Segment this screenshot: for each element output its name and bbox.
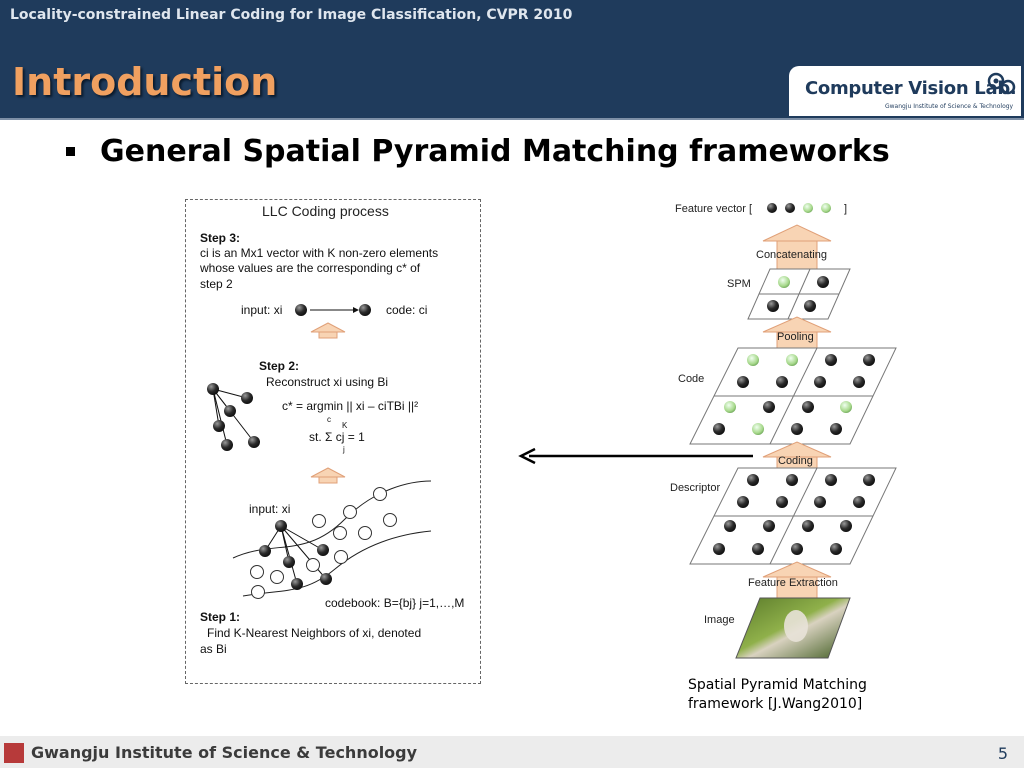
feature-vector-dot — [767, 203, 777, 213]
code-label: Code — [678, 373, 704, 385]
institution-logo-icon — [4, 743, 24, 763]
feature-vector-dot — [821, 203, 831, 213]
bullet-square-icon — [66, 147, 75, 156]
spm-dot — [804, 300, 816, 312]
lab-logo: Computer Vision Lab. Gwangju Institute o… — [789, 66, 1021, 116]
step3-code-label: code: ci — [386, 303, 427, 317]
header-subtitle: Locality-constrained Linear Coding for I… — [10, 7, 573, 23]
step1-line2: as Bi — [200, 642, 227, 656]
code-dots — [713, 354, 875, 435]
caption-line2: framework [J.Wang2010] — [688, 696, 863, 712]
page-number: 5 — [997, 744, 1008, 763]
input-feature-dot — [295, 304, 307, 316]
feature-vector-dot — [803, 203, 813, 213]
feature-vector-close: ] — [844, 203, 847, 215]
step3-line2: whose values are the corresponding c* of — [199, 261, 421, 275]
image-label: Image — [704, 614, 735, 626]
step1-neighbor-lines — [264, 525, 327, 585]
step3-input-label: input: xi — [241, 303, 282, 317]
step2-equation-k: K — [342, 421, 348, 430]
feature-extraction-label: Feature Extraction — [748, 577, 838, 589]
footer-institution: Gwangju Institute of Science & Technolog… — [31, 743, 418, 762]
codebook-neighbor-dot — [291, 578, 303, 590]
spm-framework-diagram: Feature vector [ ] Concatenating SPM Poo… — [670, 203, 897, 659]
step2-neighbor-dot — [213, 420, 225, 432]
spm-grid-line — [787, 268, 811, 320]
caption-line1: Spatial Pyramid Matching — [688, 677, 867, 693]
code-grid-line — [769, 347, 818, 445]
step1-input-label: input: xi — [249, 502, 290, 516]
code-feature-dot — [359, 304, 371, 316]
step2-equation: c* = argmin || xi – ciTBi ||² — [282, 399, 418, 413]
spm-label: SPM — [727, 278, 751, 290]
step2-neighbor-dot — [248, 436, 260, 448]
step1-heading: Step 1: — [200, 610, 240, 624]
step2-heading: Step 2: — [259, 359, 299, 373]
slide-title: Introduction — [12, 60, 278, 104]
concatenating-label: Concatenating — [756, 249, 827, 261]
descriptor-dots — [713, 474, 875, 555]
pooling-label: Pooling — [777, 331, 814, 343]
step2-neighbor-dot — [241, 392, 253, 404]
lab-logo-institution: Gwangju Institute of Science & Technolog… — [885, 103, 1014, 110]
coding-label: Coding — [778, 455, 813, 467]
figure-caption: Spatial Pyramid Matching framework [J.Wa… — [688, 676, 867, 714]
mapping-arrow — [518, 447, 753, 465]
feature-extraction-arrow — [762, 561, 832, 602]
descriptor-label: Descriptor — [670, 482, 720, 494]
step2-neighbor-dot — [221, 439, 233, 451]
step1-line1: Find K-Nearest Neighbors of xi, denoted — [207, 626, 421, 640]
input-to-code-arrowhead — [353, 307, 359, 313]
bullet-heading: General Spatial Pyramid Matching framewo… — [100, 134, 890, 169]
spm-dot — [767, 300, 779, 312]
step3-heading: Step 3: — [200, 231, 240, 245]
lab-logo-icon — [987, 72, 1016, 95]
llc-title: LLC Coding process — [262, 203, 389, 219]
codebook-neighbor-dot — [317, 544, 329, 556]
step3-line3: step 2 — [200, 277, 233, 291]
concatenating-arrow — [762, 224, 832, 272]
manifold-curve-bottom — [242, 530, 432, 597]
step2-constraint-sub: j — [342, 445, 345, 454]
slide-header: Locality-constrained Linear Coding for I… — [0, 0, 1024, 118]
step2-neighbor-dot — [224, 405, 236, 417]
codebook-neighbor-dot — [259, 545, 271, 557]
llc-coding-diagram: LLC Coding process Step 3: ci is an Mx1 … — [199, 203, 464, 656]
slide-footer — [0, 736, 1024, 768]
step2-text: Reconstruct xi using Bi — [266, 375, 388, 389]
codebook-neighbor-dot — [320, 573, 332, 585]
step2-input-dot — [207, 383, 219, 395]
input-image-subject — [784, 610, 808, 642]
step2-constraint: st. Σ cj = 1 — [309, 430, 365, 444]
lab-logo-name: Computer Vision Lab. — [805, 78, 1017, 99]
feature-vector-label: Feature vector [ — [675, 203, 752, 215]
codebook-label: codebook: B={bj} j=1,…,M — [325, 596, 464, 610]
step1-input-dot — [275, 520, 287, 532]
step2-to-step3-arrow — [310, 322, 346, 339]
step1-to-step2-arrow — [310, 467, 346, 484]
spm-dot — [778, 276, 790, 288]
step3-line1: ci is an Mx1 vector with K non-zero elem… — [200, 246, 438, 260]
descriptor-grid-line — [769, 467, 818, 565]
step2-equation-sub: c — [327, 415, 331, 424]
codebook-entries — [250, 487, 397, 599]
feature-vector-dot — [785, 203, 795, 213]
codebook-neighbor-dot — [283, 556, 295, 568]
spm-dot — [817, 276, 829, 288]
header-divider — [0, 118, 1024, 120]
llc-figure-frame — [185, 199, 481, 684]
